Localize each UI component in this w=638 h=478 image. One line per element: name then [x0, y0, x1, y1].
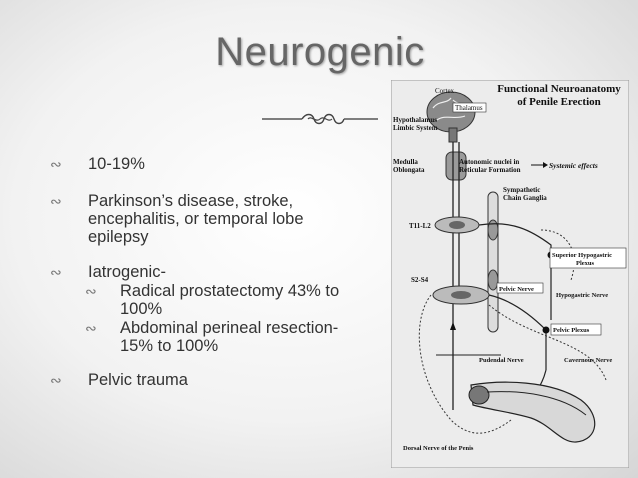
sub-bullet-item: ∾ Radical prostatectomy 43% to 100%: [50, 282, 350, 318]
bullet-text: Parkinson’s disease, stroke, encephaliti…: [88, 192, 304, 246]
cavernous-nerve-label: Cavernous Nerve: [564, 357, 612, 364]
t11-l2-segment: [434, 216, 480, 234]
bullet-glyph-icon: ∾: [50, 193, 62, 209]
bullet-glyph-icon: ∾: [85, 320, 97, 336]
sympathetic-label-2: Chain Ganglia: [503, 194, 547, 202]
s2-s4-segment: [432, 285, 490, 305]
limbic-label: Limbic System: [393, 124, 438, 132]
diagram-title-line1: Functional Neuroanatomy: [497, 83, 621, 95]
bullet-glyph-icon: ∾: [50, 372, 62, 388]
medulla-label: Medulla: [393, 158, 418, 166]
bullet-text: 10-19%: [88, 155, 145, 173]
bullet-item: ∾ Iatrogenic-: [50, 263, 408, 281]
sympathetic-label-1: Sympathetic: [503, 186, 540, 194]
bullet-text: Pelvic trauma: [88, 371, 188, 389]
pelvic-plexus-label: Pelvic Plexus: [553, 327, 590, 334]
title-ornament: [262, 113, 378, 125]
bullet-item: ∾ Parkinson’s disease, stroke, encephali…: [50, 192, 338, 246]
pudendal-nerve-label: Pudendal Nerve: [479, 357, 524, 364]
sub-bullet-text: Abdominal perineal resection- 15% to 100…: [120, 319, 339, 355]
bullet-item: ∾ 10-19%: [50, 155, 408, 173]
bullet-glyph-icon: ∾: [50, 156, 62, 172]
superior-hypogastric-label-2: Plexus: [576, 260, 595, 267]
thalamus-label: Thalamus: [455, 104, 483, 112]
pelvic-nerve-label: Pelvic Nerve: [499, 286, 534, 293]
bullet-text: Iatrogenic-: [88, 263, 166, 281]
t11-l2-label: T11-L2: [409, 222, 431, 230]
autonomic-label-1: Autonomic nuclei in: [459, 158, 519, 166]
neuroanatomy-diagram: Functional Neuroanatomy of Penile Erecti…: [391, 80, 629, 468]
s2-s4-label: S2-S4: [411, 276, 429, 284]
brain-icon: [426, 91, 476, 143]
medulla-shape: [445, 151, 467, 181]
bullet-item: ∾ Pelvic trauma: [50, 371, 408, 389]
autonomic-label-2: Reticular Formation: [459, 166, 521, 174]
dorsal-nerve-label: Dorsal Nerve of the Penis: [403, 445, 474, 452]
sub-bullet-text: Radical prostatectomy 43% to 100%: [120, 282, 340, 318]
sub-bullet-item: ∾ Abdominal perineal resection- 15% to 1…: [50, 319, 370, 355]
systemic-effects-label: Systemic effects: [549, 161, 598, 170]
oblongata-label: Oblongata: [393, 166, 425, 174]
hypogastric-nerve-label: Hypogastric Nerve: [556, 292, 608, 299]
bullet-glyph-icon: ∾: [50, 264, 62, 280]
cortex-label: Cortex: [435, 87, 455, 95]
slide-title: Neurogenic: [215, 30, 425, 74]
hypothalamus-label: Hypothalamus: [393, 116, 437, 124]
diagram-title-line2: of Penile Erection: [517, 96, 601, 108]
superior-hypogastric-label-1: Superior Hypogastric: [552, 252, 612, 259]
bullet-glyph-icon: ∾: [85, 283, 97, 299]
penis-illustration: [468, 381, 596, 443]
